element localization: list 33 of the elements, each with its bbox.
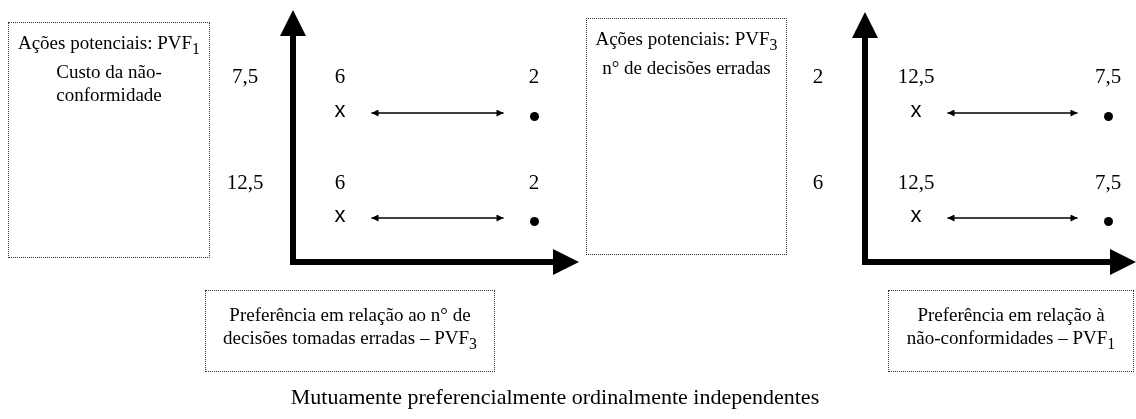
text-box xyxy=(205,290,495,372)
box-text: Ações potenciais: PVF$_{1}$ Custo da não-conformidade xyxy=(16,31,202,106)
double-arrow xyxy=(370,214,505,222)
axis-value-label: 2 xyxy=(812,64,824,88)
point-marker: x xyxy=(334,99,346,121)
point-marker: x xyxy=(334,204,346,226)
point-marker: x xyxy=(910,204,922,226)
axis-value-label: 7,5 xyxy=(231,64,259,88)
box-text: Ações potenciais: PVF$_{3}$ n° de decisões erradas xyxy=(594,27,779,79)
value-label: 12,5 xyxy=(897,64,935,88)
value-label: 7,5 xyxy=(1094,64,1122,88)
value-label: 6 xyxy=(334,64,346,88)
value-label: 6 xyxy=(334,170,346,194)
double-arrow xyxy=(946,109,1079,117)
point-marker xyxy=(529,111,539,121)
text-box xyxy=(888,290,1134,372)
point-marker: x xyxy=(910,99,922,121)
axis-value-label: 12,5 xyxy=(226,170,264,194)
text-box xyxy=(8,22,210,258)
point-marker xyxy=(1103,111,1113,121)
value-label: 2 xyxy=(528,170,540,194)
double-arrow xyxy=(370,109,505,117)
point-marker xyxy=(1103,216,1113,226)
point-marker xyxy=(529,216,539,226)
text-box xyxy=(586,18,787,255)
double-arrow xyxy=(946,214,1079,222)
axis-value-label: 6 xyxy=(812,170,824,194)
value-label: 2 xyxy=(528,64,540,88)
box-text: Preferência em relação à não-conformidades – PVF$_{1}$ xyxy=(905,303,1117,354)
caption: Mutuamente preferencialmente ordinalmente independentes xyxy=(290,385,820,409)
value-label: 12,5 xyxy=(897,170,935,194)
value-label: 7,5 xyxy=(1094,170,1122,194)
box-text: Preferência em relação ao n° de decisões tomadas erradas – PVF$_{3}$ xyxy=(222,303,478,354)
